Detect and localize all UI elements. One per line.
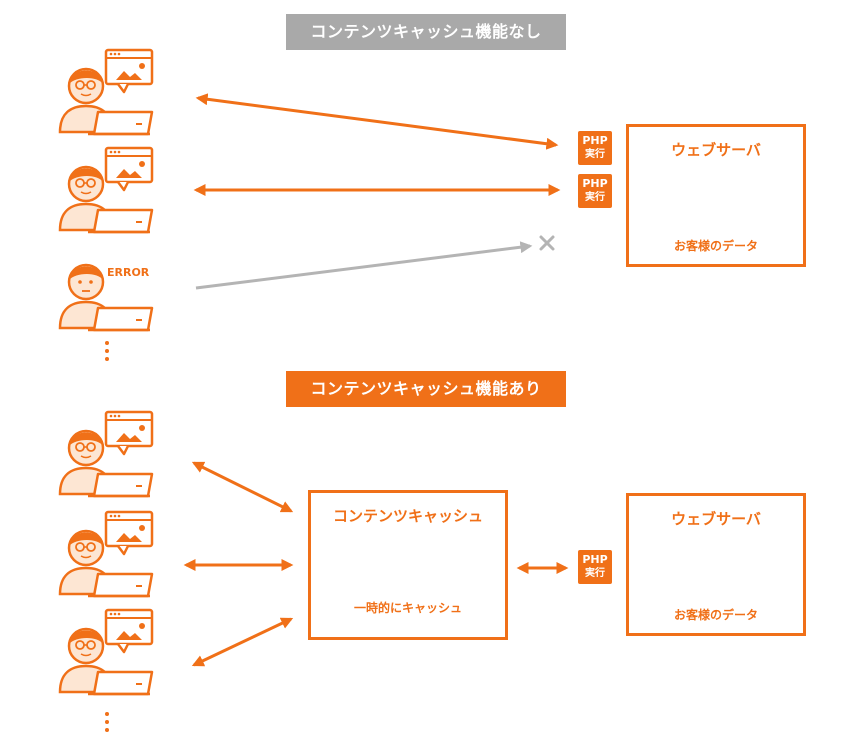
web-server-box: ウェブサーバ お客様のデータ — [626, 124, 806, 267]
banner-without-cache: コンテンツキャッシュ機能なし — [286, 14, 566, 50]
php-badge-2-line1: PHP — [582, 177, 608, 190]
more-users-1-icon — [105, 341, 109, 361]
php-badge-1-line1: PHP — [582, 134, 608, 147]
cross-icon — [539, 235, 555, 251]
php-badge-1-line2: 実行 — [585, 149, 605, 160]
php-badge-3-line1: PHP — [582, 553, 608, 566]
arrow-user1-server — [195, 93, 559, 150]
banner-with-cache: コンテンツキャッシュ機能あり — [286, 371, 566, 407]
arrow-error-failed — [195, 241, 533, 290]
php-badge-3: PHP 実行 — [578, 550, 612, 584]
web-server-box-2: ウェブサーバ お客様のデータ — [626, 493, 806, 636]
php-badge-2-line2: 実行 — [585, 192, 605, 203]
content-cache-caption: 一時的にキャッシュ — [353, 601, 462, 615]
web-server-title: ウェブサーバ — [671, 141, 761, 159]
content-cache-box: コンテンツキャッシュ 一時的にキャッシュ — [308, 490, 508, 640]
user-4-icon — [58, 510, 154, 598]
user-error-icon — [58, 263, 154, 332]
arrow-user5-cache — [191, 617, 294, 667]
error-label: ERROR — [107, 266, 150, 279]
user-3-icon — [58, 410, 154, 498]
more-users-2-icon — [105, 712, 109, 732]
arrow-user3-cache — [191, 461, 294, 513]
user-2-icon — [58, 146, 154, 234]
web-server-caption: お客様のデータ — [673, 239, 758, 253]
user-5-icon — [58, 608, 154, 696]
web-server-2-title: ウェブサーバ — [671, 510, 761, 528]
php-badge-3-line2: 実行 — [585, 568, 605, 579]
php-badge-1: PHP 実行 — [578, 131, 612, 165]
content-cache-title: コンテンツキャッシュ — [332, 507, 483, 525]
web-server-2-caption: お客様のデータ — [673, 608, 758, 622]
user-1-icon — [58, 48, 154, 136]
php-badge-2: PHP 実行 — [578, 174, 612, 208]
